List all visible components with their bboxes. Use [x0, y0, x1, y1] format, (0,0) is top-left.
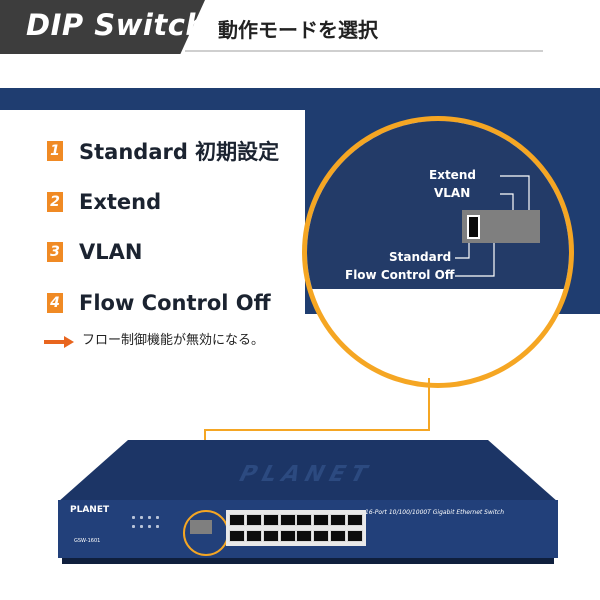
leader-line	[204, 429, 430, 431]
orange-arrow-icon	[44, 333, 74, 348]
ethernet-port	[229, 530, 245, 542]
ethernet-port	[229, 514, 245, 526]
zoom-navy-area	[307, 121, 569, 289]
callout-lines	[455, 175, 530, 277]
mode-item-extend: 2 Extend	[47, 190, 161, 214]
brand-logo: PLANET	[70, 505, 110, 515]
mode-number-badge: 3	[47, 242, 63, 262]
mode-label: VLAN	[79, 240, 143, 264]
led-indicator	[140, 516, 143, 519]
dip-switch-zoom-circle: Extend VLAN Standard Flow Control Off	[302, 116, 574, 388]
led-indicator	[132, 516, 135, 519]
zoom-label-flow-control-off: Flow Control Off	[345, 268, 455, 282]
ethernet-port	[347, 514, 363, 526]
ethernet-port	[313, 514, 329, 526]
switch-top-panel	[58, 440, 558, 502]
zoom-label-standard: Standard	[389, 250, 452, 264]
ethernet-port	[246, 530, 262, 542]
switch-description: 16-Port 10/100/1000T Gigabit Ethernet Sw…	[365, 509, 505, 516]
dip-switch	[462, 210, 540, 243]
flow-control-note: フロー制御機能が無効になる。	[44, 329, 264, 348]
led-indicator	[140, 525, 143, 528]
mode-number-badge: 4	[47, 293, 63, 313]
header-banner	[0, 0, 205, 54]
ethernet-port	[246, 514, 262, 526]
note-text: フロー制御機能が無効になる。	[82, 333, 265, 348]
model-number: GSW-1601	[74, 538, 101, 544]
led-indicator	[148, 525, 151, 528]
ethernet-port	[296, 530, 312, 542]
mode-item-vlan: 3 VLAN	[47, 240, 142, 264]
ethernet-port	[263, 530, 279, 542]
page-title: DIP Switch	[26, 8, 207, 42]
mode-number-badge: 2	[47, 192, 63, 212]
led-indicator	[156, 516, 159, 519]
zoom-label-extend: Extend	[429, 168, 476, 182]
switch-base	[62, 558, 554, 564]
led-indicator	[148, 516, 151, 519]
mode-number-badge: 1	[47, 141, 63, 161]
mode-label: Extend	[79, 190, 162, 214]
ethernet-port	[280, 530, 296, 542]
ethernet-port	[280, 514, 296, 526]
led-indicator	[132, 525, 135, 528]
page-subtitle: 動作モードを選択	[218, 18, 378, 42]
mode-label: Flow Control Off	[79, 291, 271, 315]
header-divider	[185, 50, 543, 52]
mode-item-standard: 1 Standard 初期設定	[47, 139, 280, 164]
ethernet-port	[296, 514, 312, 526]
mode-item-flow-control-off: 4 Flow Control Off	[47, 291, 271, 315]
ethernet-port	[347, 530, 363, 542]
mode-label: Standard 初期設定	[79, 140, 280, 164]
leader-line	[428, 378, 430, 430]
dip-switch-toggle	[467, 215, 480, 239]
switch-top-logo: PLANET	[234, 462, 378, 487]
ethernet-port	[313, 530, 329, 542]
led-indicator	[156, 525, 159, 528]
device-dip-switch-highlight	[183, 510, 229, 556]
ethernet-port	[263, 514, 279, 526]
ethernet-port	[330, 514, 346, 526]
ethernet-port	[330, 530, 346, 542]
zoom-label-vlan: VLAN	[434, 186, 471, 200]
